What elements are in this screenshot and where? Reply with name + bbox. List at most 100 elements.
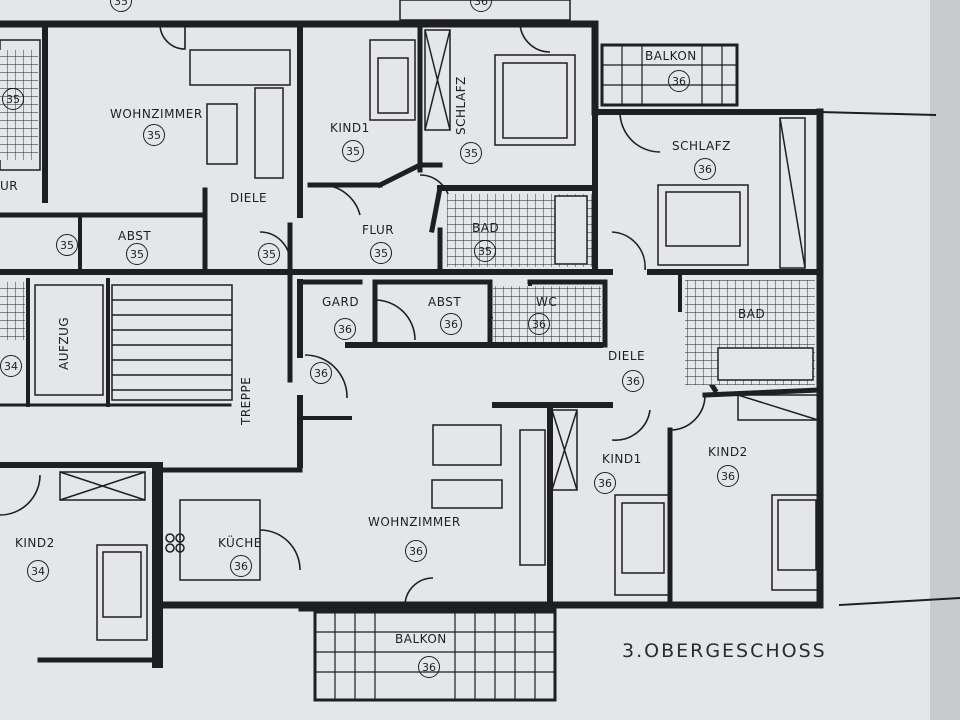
label-ur-35: UR [0, 179, 19, 193]
label-kind1-36: KIND1 [602, 452, 642, 466]
balcony-grid [602, 45, 737, 105]
label-kind2-36: KIND2 [708, 445, 748, 459]
door-swing [159, 23, 186, 50]
bathtub [554, 195, 588, 265]
number-gard-36: 36 [334, 318, 356, 340]
number-wohnzimmer-35: 35 [143, 124, 165, 146]
label-wohnzimmer-35: WOHNZIMMER [110, 107, 203, 121]
door-swing [259, 231, 291, 263]
balcony-outline [313, 610, 557, 702]
bed [369, 39, 416, 121]
bed [102, 551, 142, 618]
bed [657, 184, 749, 266]
sofa [189, 49, 291, 86]
balcony-outline [600, 43, 739, 107]
stove-burner [175, 533, 185, 543]
number-ur-35: 35 [2, 88, 24, 110]
number-kind1-35: 35 [342, 140, 364, 162]
wall [838, 596, 960, 607]
bed [96, 544, 148, 641]
wardrobe [424, 29, 451, 131]
door-swing [519, 21, 551, 53]
number-entry-36: 36 [310, 362, 332, 384]
wardrobe-cross [737, 394, 819, 421]
door-swing [259, 529, 301, 571]
wardrobe-cross [424, 29, 451, 131]
bed [377, 57, 409, 114]
bed [614, 494, 671, 596]
number-left-34: 34 [0, 355, 22, 377]
bed [494, 54, 576, 146]
wardrobe [737, 394, 819, 421]
paper-edge-shadow [930, 0, 960, 720]
label-diele-36: DIELE [608, 349, 646, 363]
label-treppe: TREPPE [239, 376, 253, 425]
balcony-strip [399, 0, 571, 21]
number-kind2-34: 34 [27, 560, 49, 582]
bed [621, 502, 665, 574]
wall [702, 387, 823, 398]
number-balkon-top: 36 [668, 70, 690, 92]
label-balkon-bottom: BALKON [395, 632, 447, 646]
number-flur-35: 35 [370, 242, 392, 264]
number-sc-35: 35 [56, 234, 78, 256]
label-wohnzimmer-36: WOHNZIMMER [368, 515, 461, 529]
number-schlafz-35: 35 [460, 142, 482, 164]
label-diele-35: DIELE [230, 191, 268, 205]
door-swing [374, 299, 416, 341]
stove-burner [175, 543, 185, 553]
wardrobe-cross [59, 471, 146, 501]
door-swing [304, 354, 348, 399]
number-balkon-bottom: 36 [418, 656, 440, 678]
label-kind2-34: KIND2 [15, 536, 55, 550]
shelf [0, 39, 41, 171]
table [206, 103, 238, 165]
door-swings [0, 21, 706, 606]
number-abst-36: 36 [440, 313, 462, 335]
number-schlafz-36: 36 [694, 158, 716, 180]
label-kind1-35: KIND1 [330, 121, 370, 135]
label-wc-36: WC [536, 295, 558, 309]
label-schlafz-35: SCHLAFZ [454, 76, 468, 135]
number-kind2-36: 36 [717, 465, 739, 487]
number-treppe-35: 35 [258, 243, 280, 265]
door-swing [0, 474, 41, 516]
balcony-bottom [313, 610, 557, 702]
label-balkon-top: BALKON [645, 49, 697, 63]
bed [771, 494, 823, 591]
shelf [519, 429, 546, 566]
number-abst-35: 35 [126, 243, 148, 265]
wardrobe [59, 471, 146, 501]
sofa [432, 424, 502, 466]
label-abst-35: ABST [118, 229, 152, 243]
door-swing [671, 394, 706, 431]
wall [818, 110, 937, 117]
bed [665, 191, 741, 247]
wardrobe-cross [779, 117, 806, 269]
wardrobe [779, 117, 806, 269]
label-gard-36: GARD [322, 295, 360, 309]
bathroom-tiles [493, 286, 601, 342]
wardrobe [551, 409, 578, 491]
number-kind1-36: 36 [594, 472, 616, 494]
label-abst-36: ABST [428, 295, 462, 309]
label-bad-35: BAD [472, 221, 500, 235]
floor-title: 3.OBERGESCHOSS [622, 640, 827, 662]
elevator-shaft [34, 284, 104, 396]
label-aufzug: AUFZUG [57, 316, 71, 370]
bathtub [717, 347, 814, 381]
bed [502, 62, 568, 139]
number-diele-36: 36 [622, 370, 644, 392]
wall [429, 185, 443, 233]
door-swing [611, 409, 651, 441]
wardrobe-cross [551, 409, 578, 491]
label-schlafz-36: SCHLAFZ [672, 139, 731, 153]
bed [777, 499, 817, 571]
label-bad-36: BAD [738, 307, 766, 321]
sofa [254, 87, 284, 179]
number-kueche-36: 36 [230, 555, 252, 577]
stair [111, 284, 233, 401]
furniture [0, 29, 823, 641]
label-kueche-36: KÜCHE [218, 536, 262, 550]
balcony-grid [315, 612, 555, 700]
